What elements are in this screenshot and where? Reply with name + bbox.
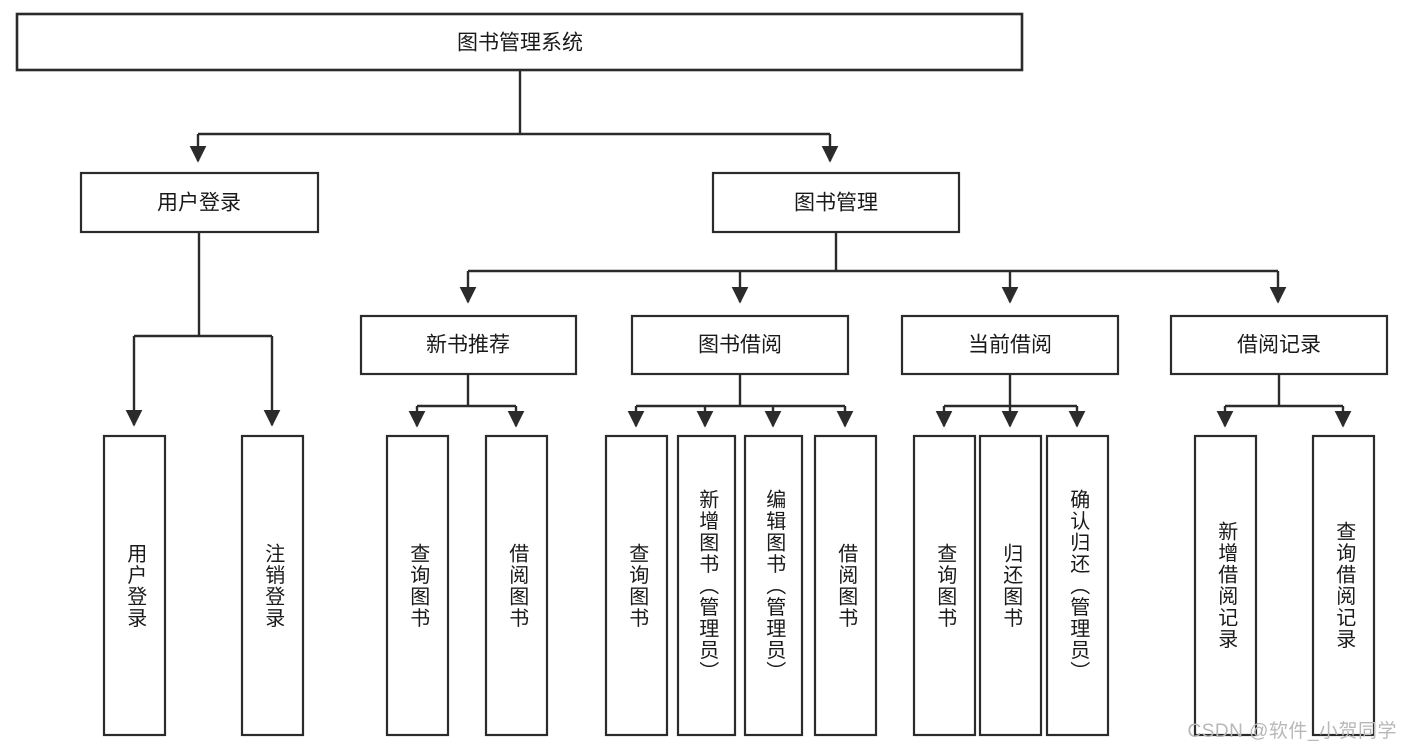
leaf-box-query-book-2[interactable] [604, 434, 669, 737]
node-book-manage-box[interactable] [711, 171, 961, 234]
node-book-borrow-box[interactable] [630, 314, 850, 376]
watermark-text: CSDN @软件_小贺同学 [1187, 721, 1397, 742]
node-current-borrow-box[interactable] [900, 314, 1120, 376]
leaf-box-query-book-3[interactable] [912, 434, 977, 737]
node-borrow-record-label: 借阅记录 [1237, 334, 1321, 357]
node-root-box[interactable] [15, 12, 1024, 72]
leaf-box-borrow-book-2[interactable] [813, 434, 878, 737]
leaf-box-return-book[interactable] [978, 434, 1043, 737]
leaf-box-add-record[interactable] [1193, 434, 1258, 737]
node-new-book-recommend-label: 新书推荐 [426, 334, 510, 357]
node-book-manage-label: 图书管理 [794, 192, 878, 215]
leaf-box-user-login[interactable] [102, 434, 167, 737]
node-user-login-label: 用户登录 [157, 192, 241, 215]
leaf-box-query-book-1[interactable] [385, 434, 450, 737]
node-borrow-record-box[interactable] [1169, 314, 1389, 376]
node-current-borrow-label: 当前借阅 [968, 334, 1052, 357]
node-root-label: 图书管理系统 [457, 32, 583, 55]
leaf-box-query-record[interactable] [1311, 434, 1376, 737]
leaf-box-edit-book[interactable] [743, 434, 804, 737]
leaf-box-logout[interactable] [240, 434, 305, 737]
leaf-box-borrow-book-1[interactable] [484, 434, 549, 737]
leaf-box-add-book[interactable] [676, 434, 737, 737]
node-new-book-recommend-box[interactable] [359, 314, 578, 376]
node-book-borrow-label: 图书借阅 [698, 334, 782, 357]
leaf-box-confirm-return[interactable] [1045, 434, 1110, 737]
